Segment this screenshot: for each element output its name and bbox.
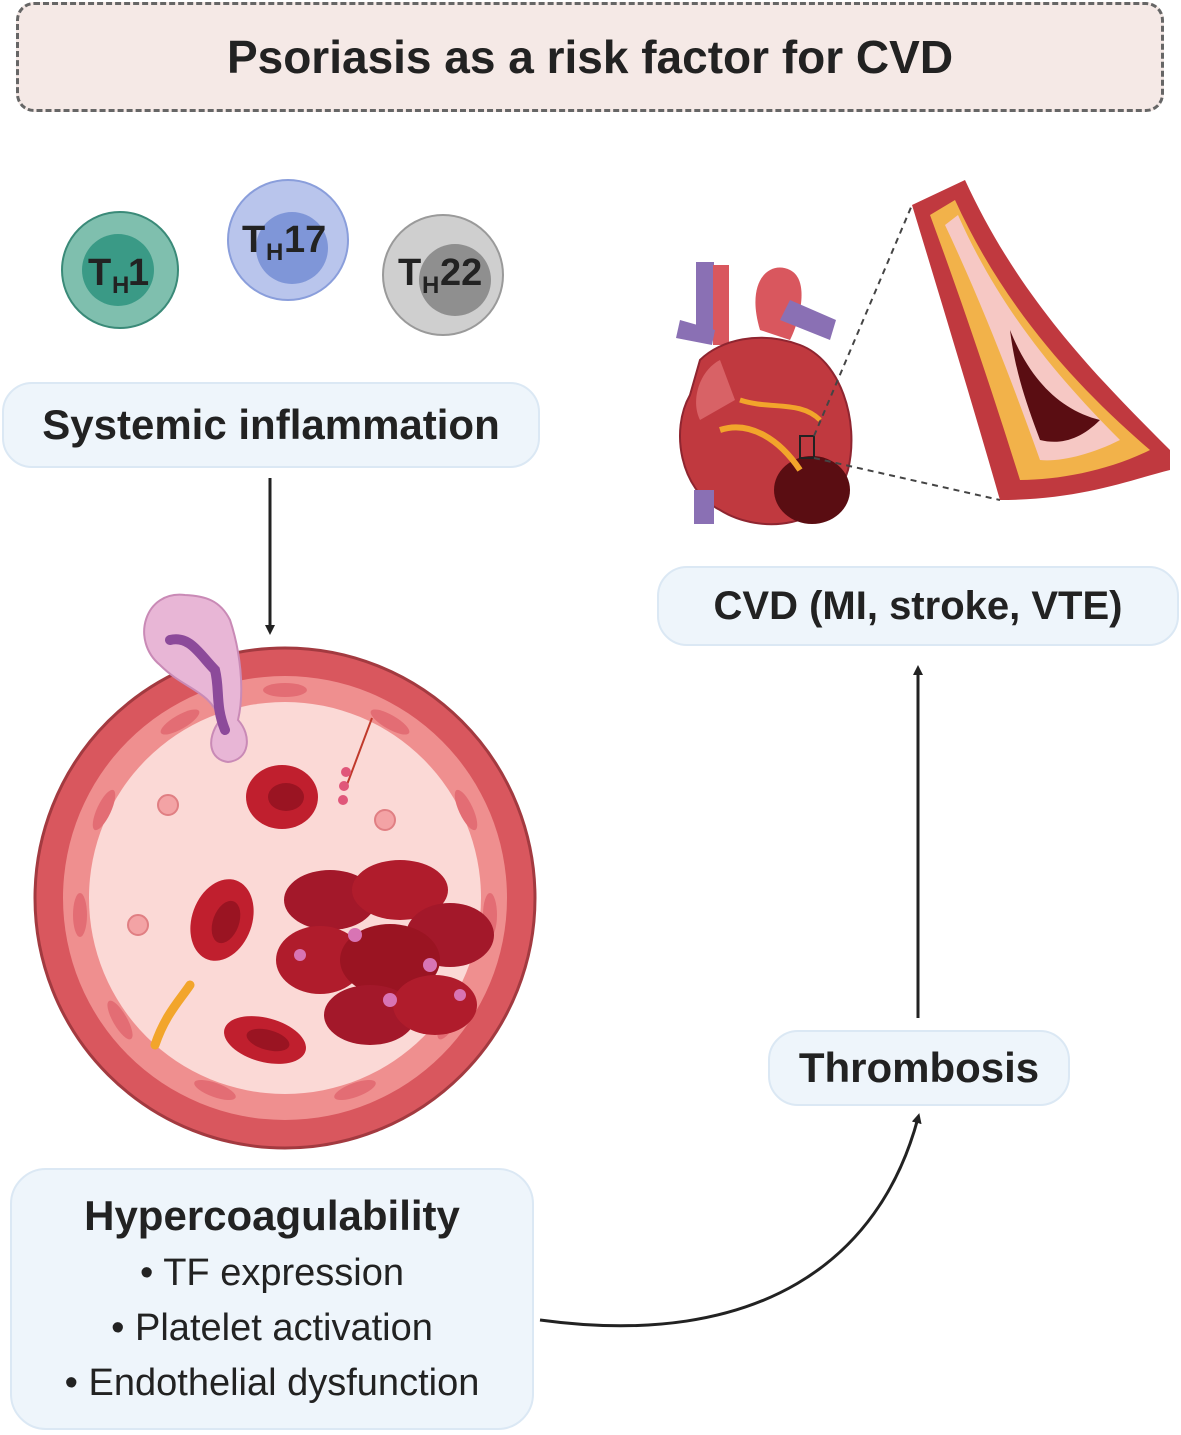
th22-label-main: T (398, 252, 421, 294)
artery-plaque-illustration (912, 180, 1170, 500)
th1-label-sub: H (112, 272, 129, 299)
th1-label-main: T (88, 252, 111, 294)
th17-label-sub: H (266, 239, 283, 266)
list-item: TF expression (12, 1246, 532, 1301)
arrow-hypercoag-to-thrombosis (539, 1113, 922, 1328)
vessel-cross-section (33, 593, 537, 1150)
th22-label-num: 22 (440, 252, 482, 294)
thrombosis-label: Thrombosis (768, 1030, 1070, 1106)
th17-label-num: 17 (284, 219, 326, 261)
th1-cell: T H 1 (61, 211, 179, 329)
th17-label-main: T (242, 219, 265, 261)
diagram-title: Psoriasis as a risk factor for CVD (16, 2, 1164, 112)
hypercoagulability-list: TF expression Platelet activation Endoth… (12, 1246, 532, 1411)
platelets (127, 794, 396, 936)
list-item: Platelet activation (12, 1301, 532, 1356)
th22-cell: T H 22 (382, 214, 504, 336)
heart-illustration (676, 262, 853, 526)
th17-cell: T H 17 (227, 179, 349, 301)
thrombus-clot (276, 860, 494, 1045)
cvd-label: CVD (MI, stroke, VTE) (657, 566, 1179, 646)
systemic-inflammation-label: Systemic inflammation (2, 382, 540, 468)
hypercoagulability-box: Hypercoagulability TF expression Platele… (10, 1168, 534, 1430)
th22-label-sub: H (422, 272, 439, 299)
hypercoagulability-title: Hypercoagulability (84, 1192, 460, 1239)
red-blood-cells (190, 765, 318, 1064)
list-item: Endothelial dysfunction (12, 1356, 532, 1411)
th1-label-num: 1 (128, 252, 149, 294)
